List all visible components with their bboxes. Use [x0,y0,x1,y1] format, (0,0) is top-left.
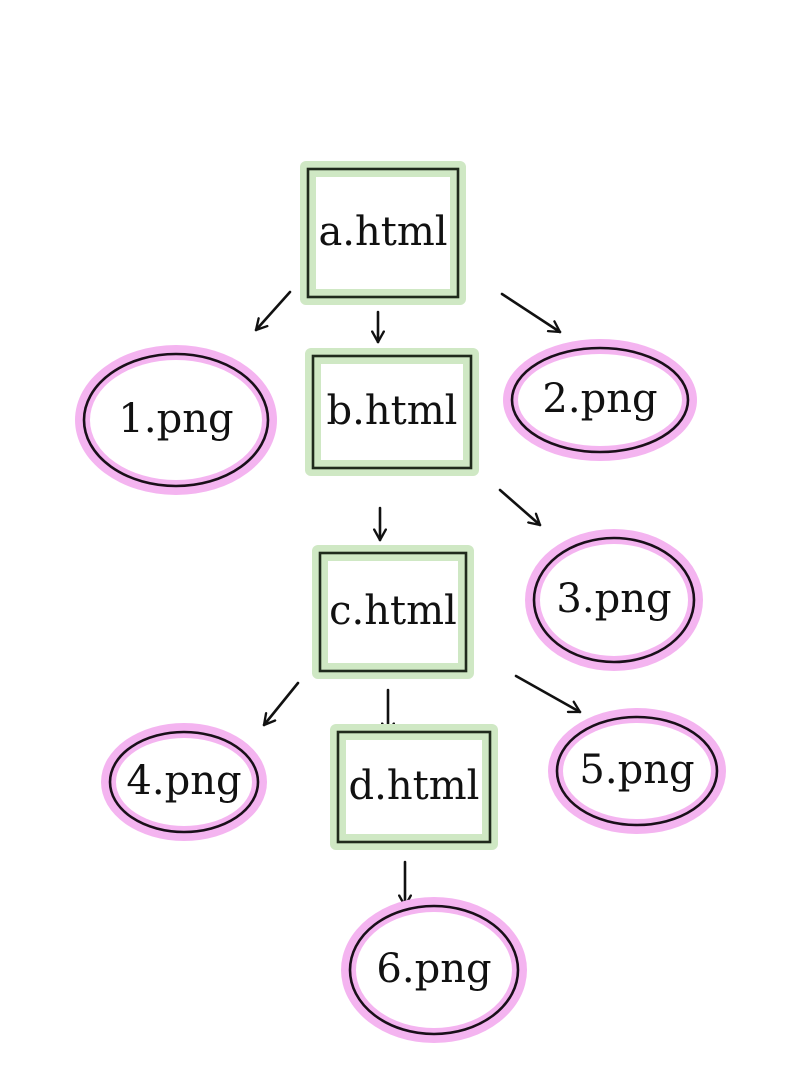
html-node-outline [318,551,468,673]
html-node-c: c.html [312,545,474,679]
node-label: 2.png [542,376,657,422]
png-node-outline [82,352,270,488]
html-node-outline [336,730,492,844]
node-label: 5.png [579,747,694,793]
png-node-inner [563,723,711,819]
html-node-b: b.html [305,348,479,476]
html-node-inner [346,740,482,834]
png-node-inner [356,912,512,1028]
node-label: 6.png [376,946,491,992]
arrow-a-to-p2 [500,292,562,334]
html-node-d: d.html [330,724,498,850]
png-node-inner [90,360,262,480]
node-label: c.html [329,588,457,634]
arrow-c-to-p4 [262,681,300,727]
png-node-p2: 2.png [503,339,697,461]
png-node-p3: 3.png [525,529,703,671]
node-label: 4.png [126,758,241,804]
html-node-inner [316,177,450,289]
html-node-outline [306,167,460,299]
png-node-outline [532,536,696,664]
node-label: 3.png [556,576,671,622]
png-node-outline [108,730,260,834]
html-node-a: a.html [300,161,466,305]
html-node-outline [311,354,473,470]
png-node-outline [555,715,719,827]
png-node-p1: 1.png [75,345,277,495]
png-node-outline [348,904,520,1036]
arrow-b-to-p3 [498,488,542,527]
node-label: b.html [327,388,458,434]
html-node-inner [321,364,463,460]
html-node-inner [328,561,458,663]
node-label: a.html [318,209,447,255]
png-node-p6: 6.png [341,897,527,1043]
png-node-p4: 4.png [101,723,267,841]
arrow-a-to-p1 [254,290,292,332]
png-node-p5: 5.png [548,708,726,834]
node-label: d.html [349,763,480,809]
png-node-inner [518,354,682,446]
png-node-outline [510,346,690,454]
png-node-inner [116,738,252,826]
arrow-c-to-p5 [514,674,582,714]
png-node-inner [540,544,688,656]
node-label: 1.png [118,396,233,442]
edges-layer [254,290,582,908]
nodes-layer: a.html b.html c.html d.html 1.png 2.png 3.png 4… [75,161,726,1043]
